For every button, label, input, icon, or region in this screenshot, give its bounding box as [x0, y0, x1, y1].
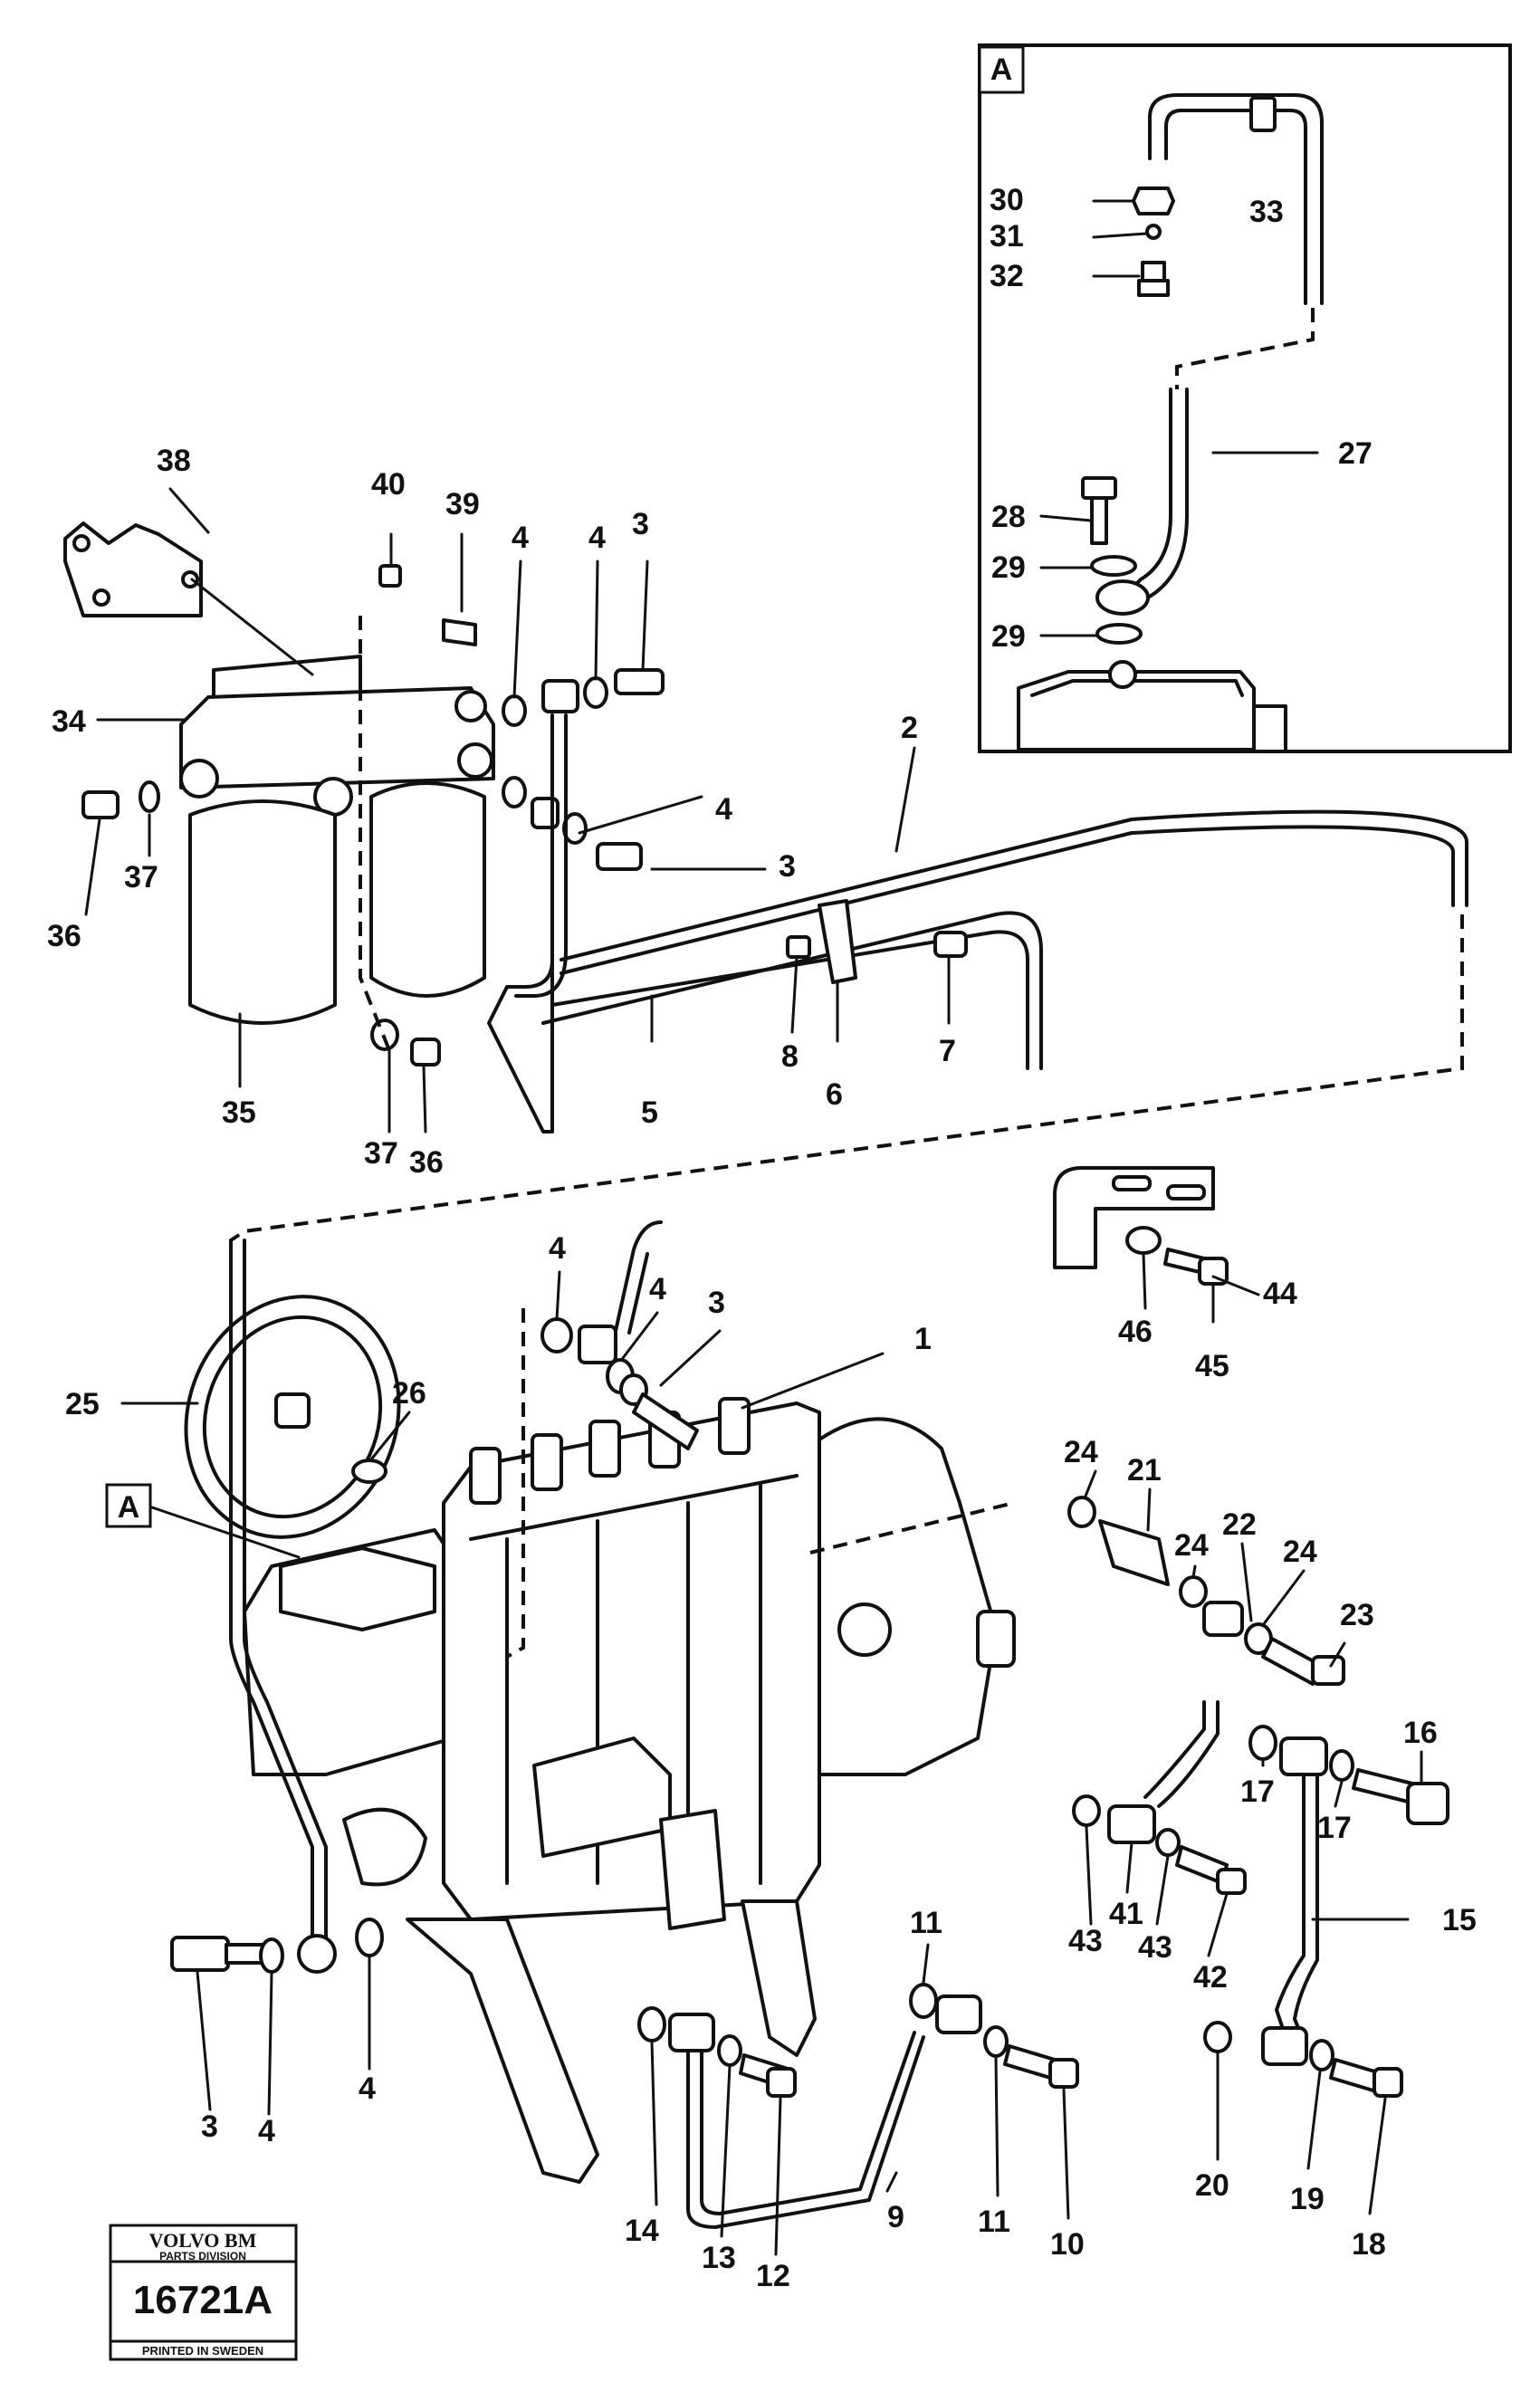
callout-12: 12 [756, 2259, 790, 2293]
callout-4: 4 [715, 792, 732, 827]
callout-35: 35 [222, 1095, 256, 1130]
callout-18: 18 [1352, 2227, 1386, 2262]
callout-labels: 1 2 3 3 3 3 4 4 4 4 4 4 4 5 6 7 8 9 10 1… [47, 183, 1477, 2293]
callout-45: 45 [1195, 1349, 1229, 1383]
callout-4: 4 [258, 2114, 275, 2148]
callout-14: 14 [625, 2214, 659, 2248]
callout-36: 36 [409, 1145, 444, 1180]
callout-34: 34 [52, 704, 86, 739]
callout-38: 38 [157, 444, 191, 478]
callout-37: 37 [364, 1136, 398, 1171]
callout-2: 2 [901, 711, 918, 745]
callout-3: 3 [779, 849, 796, 884]
inset-detail-a: A [978, 43, 1512, 753]
ref-box-label: A [118, 1490, 140, 1525]
callout-29: 29 [991, 550, 1026, 585]
callout-22: 22 [1222, 1507, 1257, 1542]
callout-4: 4 [549, 1231, 566, 1266]
callout-10: 10 [1050, 2227, 1085, 2262]
callout-6: 6 [826, 1077, 843, 1112]
callout-24: 24 [1174, 1528, 1209, 1563]
callout-43: 43 [1068, 1924, 1103, 1958]
callout-1: 1 [914, 1322, 932, 1356]
brand-logo: VOLVO BM [149, 2229, 257, 2252]
callout-9: 9 [887, 2200, 904, 2234]
callout-46: 46 [1118, 1315, 1153, 1349]
callout-7: 7 [939, 1034, 956, 1068]
callout-43: 43 [1138, 1930, 1172, 1965]
callout-4: 4 [512, 521, 529, 555]
callout-8: 8 [781, 1039, 799, 1074]
callout-17: 17 [1240, 1775, 1275, 1809]
callout-31: 31 [990, 219, 1024, 254]
callout-42: 42 [1193, 1960, 1228, 1995]
callout-19: 19 [1290, 2182, 1325, 2216]
callout-28: 28 [991, 500, 1026, 534]
callout-24: 24 [1283, 1535, 1317, 1569]
callout-44: 44 [1263, 1277, 1297, 1311]
callout-41: 41 [1109, 1897, 1143, 1931]
callout-11: 11 [978, 2205, 1010, 2239]
inset-label: A [990, 53, 1013, 87]
callout-37: 37 [124, 860, 158, 894]
title-block: VOLVO BM PARTS DIVISION 16721A PRINTED I… [109, 2224, 298, 2361]
callout-24: 24 [1064, 1435, 1098, 1469]
callout-25: 25 [65, 1387, 100, 1421]
callout-36: 36 [47, 919, 81, 953]
fuel-filter-assembly [63, 487, 1468, 1242]
callout-29: 29 [991, 619, 1026, 654]
callout-3: 3 [201, 2109, 218, 2144]
injection-pump-assembly: A [105, 1166, 1449, 2256]
callout-3: 3 [708, 1286, 725, 1320]
callout-33: 33 [1249, 195, 1284, 229]
callout-21: 21 [1127, 1453, 1162, 1488]
callout-15: 15 [1442, 1903, 1477, 1937]
callout-40: 40 [371, 467, 406, 502]
callout-11: 11 [910, 1906, 942, 1940]
callout-30: 30 [990, 183, 1024, 217]
callout-3: 3 [632, 507, 649, 541]
callout-39: 39 [445, 487, 480, 521]
callout-4: 4 [588, 521, 606, 555]
callout-20: 20 [1195, 2168, 1229, 2203]
division-text: PARTS DIVISION [159, 2250, 246, 2262]
callout-4: 4 [649, 1272, 666, 1306]
callout-23: 23 [1340, 1598, 1374, 1632]
printed-text: PRINTED IN SWEDEN [142, 2344, 263, 2358]
callout-26: 26 [392, 1376, 426, 1411]
callout-16: 16 [1403, 1716, 1438, 1750]
callout-32: 32 [990, 259, 1024, 293]
callout-4: 4 [359, 2071, 376, 2106]
callout-5: 5 [641, 1095, 658, 1130]
callout-13: 13 [702, 2241, 736, 2275]
callout-27: 27 [1338, 436, 1373, 471]
drawing-number: 16721A [133, 2278, 273, 2322]
callout-17: 17 [1317, 1811, 1352, 1845]
